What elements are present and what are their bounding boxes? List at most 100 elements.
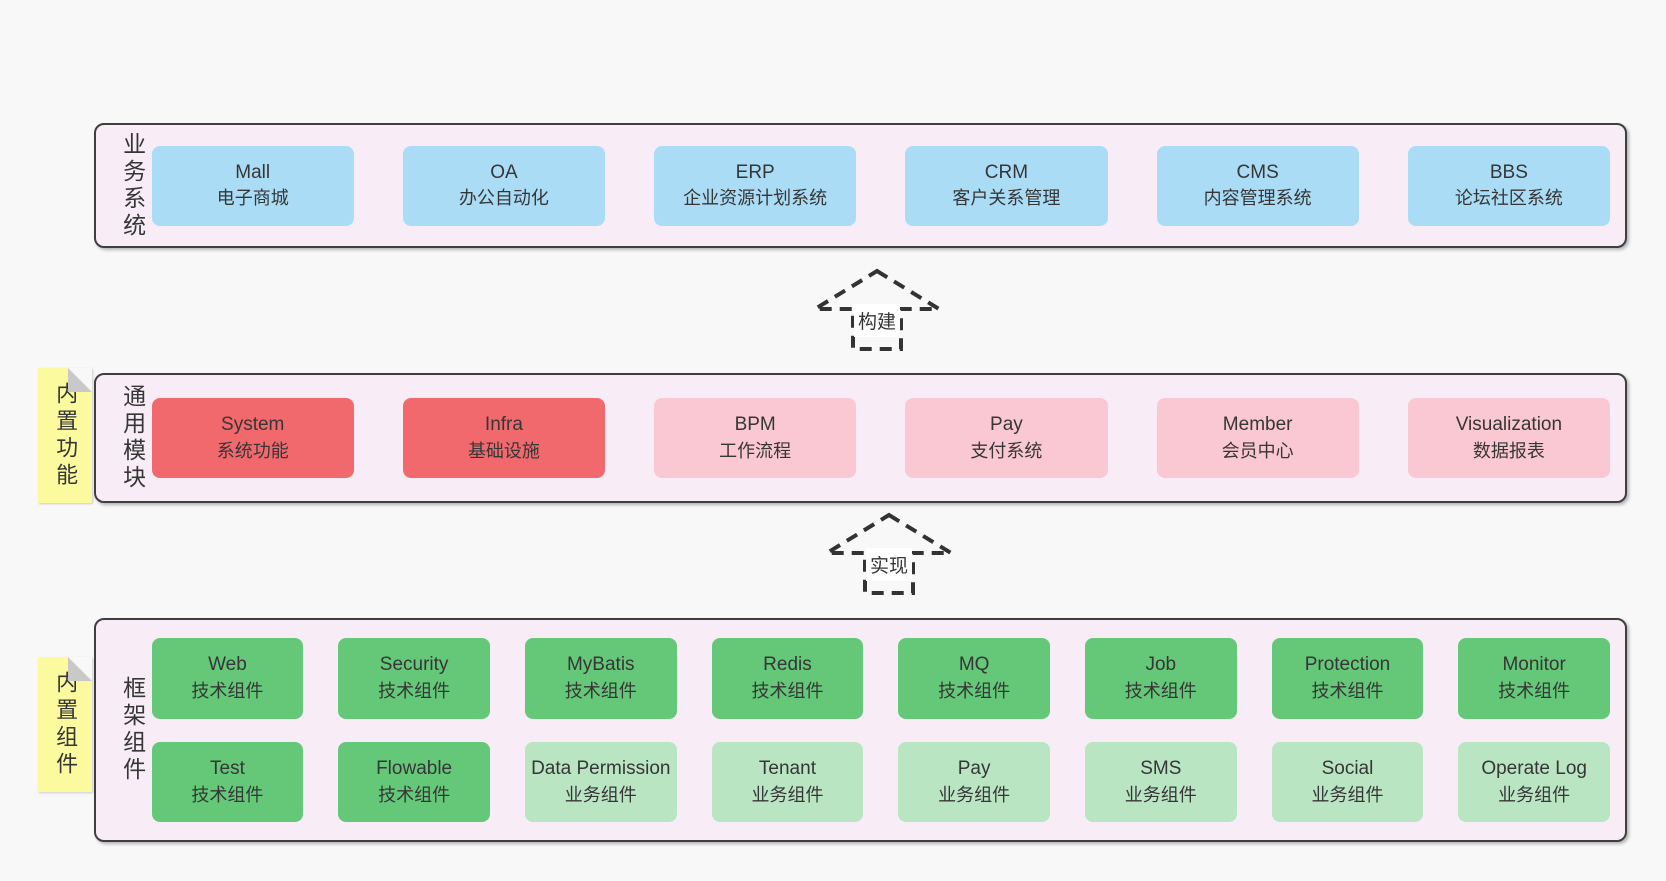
box-data-permission: Data Permission 业务组件: [524, 741, 677, 822]
layer-framework-components: 框架组件 Web 技术组件 Security 技术组件 MyBatis 技术组件…: [94, 618, 1627, 842]
box-title: BPM: [734, 414, 776, 436]
box-tenant: Tenant 业务组件: [711, 741, 864, 822]
box-pay-biz: Pay 业务组件: [898, 741, 1050, 822]
box-subtitle: 业务组件: [1124, 784, 1197, 805]
box-title: Pay: [990, 414, 1023, 436]
box-title: Monitor: [1502, 654, 1566, 676]
layer-label: 业务系统: [119, 131, 146, 240]
box-title: Mall: [235, 161, 271, 183]
sticky-note-builtin-features: 内置功能: [38, 368, 92, 503]
arrow-build: 构建: [812, 268, 942, 356]
box-subtitle: 业务组件: [751, 784, 824, 805]
box-title: Job: [1145, 654, 1177, 676]
box-title: Security: [379, 654, 449, 676]
box-oa: OA 办公自动化: [402, 145, 606, 226]
box-title: CRM: [984, 161, 1029, 183]
box-title: System: [221, 414, 285, 436]
box-flowable: Flowable 技术组件: [338, 741, 490, 822]
box-title: Flowable: [376, 757, 453, 779]
box-title: ERP: [735, 161, 775, 183]
box-subtitle: 技术组件: [751, 681, 824, 702]
box-subtitle: 工作流程: [719, 440, 792, 461]
box-title: SMS: [1140, 757, 1182, 779]
box-crm: CRM 客户关系管理: [905, 145, 1108, 226]
dashed-up-arrow-icon: [824, 512, 954, 595]
box-mall: Mall 电子商城: [151, 145, 354, 226]
arrow-implement: 实现: [824, 512, 954, 600]
layer-common-modules: 通用模块 System 系统功能 Infra 基础设施 BPM 工作流程 Pay…: [94, 373, 1627, 503]
box-subtitle: 办公自动化: [458, 188, 549, 209]
box-subtitle: 支付系统: [970, 440, 1043, 461]
box-title: Tenant: [758, 757, 816, 779]
sticky-note-builtin-components: 内置组件: [38, 657, 92, 792]
box-mq: MQ 技术组件: [898, 638, 1050, 719]
box-title: Redis: [763, 654, 812, 676]
box-title: Pay: [957, 757, 991, 779]
layer-business-systems: 业务系统 Mall 电子商城 OA 办公自动化 ERP 企业资源计划系统 CRM…: [94, 123, 1627, 248]
box-title: BBS: [1489, 161, 1528, 183]
box-subtitle: 技术组件: [938, 681, 1011, 702]
box-subtitle: 技术组件: [378, 681, 451, 702]
box-subtitle: 基础设施: [467, 440, 540, 461]
box-subtitle: 技术组件: [191, 784, 264, 805]
modules-box-row: System 系统功能 Infra 基础设施 BPM 工作流程 Pay 支付系统…: [151, 375, 1625, 501]
box-title: Test: [210, 757, 245, 779]
box-title: Social: [1321, 757, 1374, 779]
sticky-label: 内置功能: [53, 381, 79, 490]
box-title: Data Permission: [531, 757, 671, 779]
folded-corner-icon: [68, 657, 92, 681]
layer-label: 框架组件: [119, 676, 146, 784]
box-security: Security 技术组件: [338, 638, 490, 719]
box-subtitle: 技术组件: [1498, 681, 1571, 702]
box-subtitle: 业务组件: [564, 784, 637, 805]
box-title: Web: [208, 654, 247, 676]
box-subtitle: 业务组件: [1311, 784, 1384, 805]
arrow-implement-label: 实现: [865, 548, 913, 581]
box-pay: Pay 支付系统: [905, 398, 1108, 478]
box-subtitle: 技术组件: [378, 784, 451, 805]
box-infra: Infra 基础设施: [402, 398, 606, 478]
sticky-label: 内置组件: [53, 670, 79, 779]
box-redis: Redis 技术组件: [711, 638, 864, 719]
box-subtitle: 技术组件: [1124, 681, 1197, 702]
box-visualization: Visualization 数据报表: [1407, 398, 1610, 478]
box-subtitle: 技术组件: [1311, 681, 1384, 702]
box-subtitle: 业务组件: [938, 784, 1011, 805]
box-title: MQ: [958, 654, 990, 676]
box-title: CMS: [1236, 161, 1279, 183]
box-title: Protection: [1304, 654, 1391, 676]
layer-label: 通用模块: [119, 384, 146, 492]
business-box-row: Mall 电子商城 OA 办公自动化 ERP 企业资源计划系统 CRM 客户关系…: [151, 125, 1625, 246]
box-subtitle: 业务组件: [1498, 784, 1571, 805]
box-sms: SMS 业务组件: [1084, 741, 1237, 822]
box-operate-log: Operate Log 业务组件: [1458, 741, 1610, 822]
box-title: OA: [490, 161, 518, 183]
box-web: Web 技术组件: [151, 638, 304, 719]
box-cms: CMS 内容管理系统: [1156, 145, 1359, 226]
box-subtitle: 电子商城: [216, 188, 289, 209]
box-title: Visualization: [1455, 414, 1563, 436]
box-title: Operate Log: [1481, 757, 1587, 779]
box-social: Social 业务组件: [1271, 741, 1424, 822]
box-subtitle: 客户关系管理: [952, 188, 1061, 209]
box-subtitle: 企业资源计划系统: [683, 188, 828, 209]
box-subtitle: 内容管理系统: [1203, 188, 1312, 209]
box-monitor: Monitor 技术组件: [1458, 638, 1610, 719]
box-title: Infra: [484, 414, 523, 436]
box-title: Member: [1222, 414, 1293, 436]
dashed-up-arrow-icon: [812, 268, 942, 351]
box-bpm: BPM 工作流程: [654, 398, 857, 478]
box-subtitle: 技术组件: [564, 681, 637, 702]
box-subtitle: 数据报表: [1472, 440, 1545, 461]
box-title: MyBatis: [566, 654, 635, 676]
arrow-build-label: 构建: [853, 304, 901, 337]
components-grid: Web 技术组件 Security 技术组件 MyBatis 技术组件 Redi…: [151, 620, 1625, 840]
box-protection: Protection 技术组件: [1271, 638, 1424, 719]
box-subtitle: 会员中心: [1221, 440, 1294, 461]
box-bbs: BBS 论坛社区系统: [1407, 145, 1610, 226]
box-erp: ERP 企业资源计划系统: [654, 145, 857, 226]
box-subtitle: 论坛社区系统: [1454, 188, 1563, 209]
box-test: Test 技术组件: [151, 741, 304, 822]
folded-corner-icon: [68, 368, 92, 392]
